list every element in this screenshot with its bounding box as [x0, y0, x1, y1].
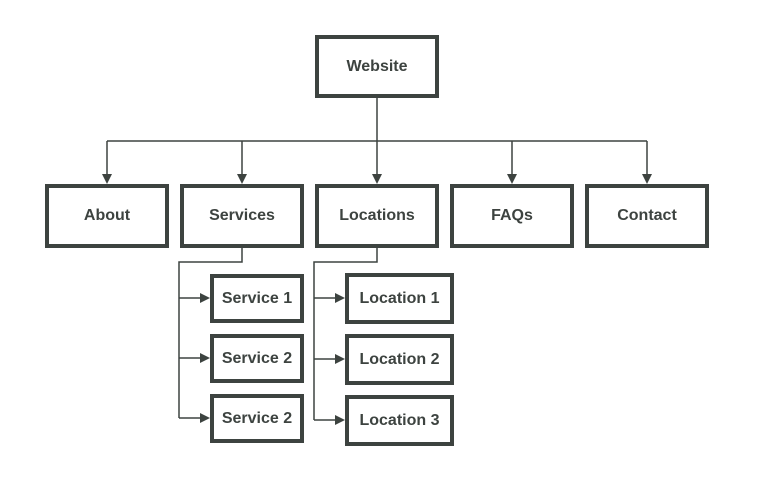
node-location-3: Location 3: [345, 395, 454, 446]
node-contact: Contact: [585, 184, 709, 248]
node-label: Location 2: [359, 350, 440, 368]
node-label: Locations: [339, 207, 415, 224]
locations-spine: [313, 247, 378, 420]
arrow-service-2: [200, 353, 210, 363]
arrow-services: [237, 174, 247, 184]
arrow-service-1: [200, 293, 210, 303]
arrow-location-3: [335, 415, 345, 425]
arrow-service-3: [200, 413, 210, 423]
arrow-about: [102, 174, 112, 184]
node-label: Service 1: [221, 289, 293, 307]
arrow-contact: [642, 174, 652, 184]
node-label: Website: [346, 57, 408, 75]
node-label: Contact: [617, 207, 677, 224]
arrow-location-1: [335, 293, 345, 303]
node-label: Location 1: [359, 289, 440, 307]
node-location-2: Location 2: [345, 334, 454, 385]
node-label: About: [83, 207, 131, 224]
node-location-1: Location 1: [345, 273, 454, 324]
node-services: Services: [180, 184, 304, 248]
node-label: Service 2: [221, 349, 293, 367]
node-about: About: [45, 184, 169, 248]
node-service-3: Service 2: [210, 394, 304, 443]
node-label: Location 3: [359, 411, 440, 429]
arrow-locations: [372, 174, 382, 184]
arrow-faqs: [507, 174, 517, 184]
node-label: Service 2: [221, 409, 293, 427]
node-label: Services: [209, 207, 275, 224]
node-service-1: Service 1: [210, 274, 304, 323]
services-spine: [178, 247, 243, 418]
node-website: Website: [315, 35, 439, 98]
node-label: FAQs: [491, 207, 533, 224]
node-faqs: FAQs: [450, 184, 574, 248]
arrow-location-2: [335, 354, 345, 364]
node-service-2: Service 2: [210, 334, 304, 383]
node-locations: Locations: [315, 184, 439, 248]
